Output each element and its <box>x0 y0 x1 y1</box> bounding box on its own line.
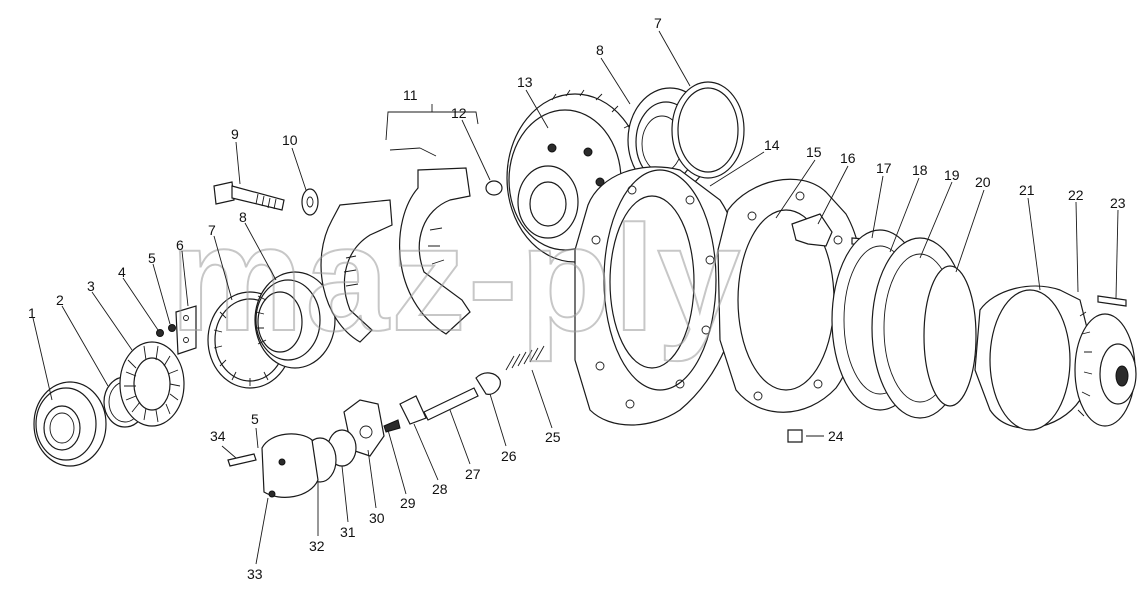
callout-5: 5 <box>148 250 156 266</box>
callout-3: 3 <box>87 278 95 294</box>
part-toothed-washer <box>119 341 185 427</box>
callout-1: 1 <box>28 305 36 321</box>
callout-14: 14 <box>764 137 780 153</box>
part-pinion-stud <box>1097 295 1127 307</box>
leader-lines <box>32 30 1119 565</box>
callout-18: 18 <box>912 162 928 178</box>
callout-20: 20 <box>975 174 991 190</box>
callout-19: 19 <box>944 167 960 183</box>
callout-28: 28 <box>432 481 448 497</box>
callout-11: 11 <box>403 87 418 103</box>
part-long-bolt <box>213 181 285 211</box>
callout-6: 6 <box>176 237 184 253</box>
part-gasket <box>923 265 977 407</box>
callout-16: 16 <box>840 150 856 166</box>
callout-12: 12 <box>451 105 467 121</box>
part-flange <box>33 381 107 467</box>
callout-4: 4 <box>118 264 126 280</box>
callout-8-right: 8 <box>596 42 604 58</box>
part-actuator-body <box>261 433 319 498</box>
callout-13: 13 <box>517 74 533 90</box>
callout-labels: 1 2 3 4 5 6 7 8 9 10 11 12 13 8 7 14 15 … <box>28 15 1126 582</box>
callout-21: 21 <box>1019 182 1035 198</box>
callout-10: 10 <box>282 132 298 148</box>
part-bushing <box>485 180 503 196</box>
part-small-nut <box>156 329 164 337</box>
part-lock-plate <box>175 305 197 355</box>
callout-31: 31 <box>340 524 356 540</box>
callout-22: 22 <box>1068 187 1084 203</box>
callout-2: 2 <box>56 292 64 308</box>
callout-27: 27 <box>465 466 481 482</box>
part-pin <box>383 419 401 433</box>
watermark-logo: maz-ply <box>170 194 742 362</box>
part-flat-washer <box>301 188 319 216</box>
callout-32: 32 <box>309 538 325 554</box>
callout-9: 9 <box>231 126 239 142</box>
callout-24: 24 <box>828 428 844 444</box>
callout-33: 33 <box>247 566 263 582</box>
part-bearing-caps <box>320 167 471 343</box>
callout-25: 25 <box>545 429 561 445</box>
part-plug <box>787 429 803 443</box>
callout-5-lower: 5 <box>251 411 259 427</box>
callout-15: 15 <box>806 144 822 160</box>
part-bracket <box>791 213 833 247</box>
callout-30: 30 <box>369 510 385 526</box>
callout-29: 29 <box>400 495 416 511</box>
callout-34: 34 <box>210 428 226 444</box>
part-screw <box>227 453 257 467</box>
part-carrier-housing <box>574 166 742 426</box>
callout-23: 23 <box>1110 195 1126 211</box>
part-bearing-left <box>254 271 336 369</box>
callout-26: 26 <box>501 448 517 464</box>
parts-layer <box>33 81 1137 498</box>
part-washer-small <box>168 324 176 332</box>
part-pinion-housing <box>974 285 1137 431</box>
part-push-rod <box>423 387 479 421</box>
callout-8: 8 <box>239 209 247 225</box>
part-spring <box>505 345 545 371</box>
part-rod-end <box>399 395 427 425</box>
callout-17: 17 <box>876 160 892 176</box>
callout-7-right: 7 <box>654 15 662 31</box>
callout-7: 7 <box>208 222 216 238</box>
part-snap-ring-right <box>671 81 745 179</box>
part-lever <box>475 372 501 395</box>
